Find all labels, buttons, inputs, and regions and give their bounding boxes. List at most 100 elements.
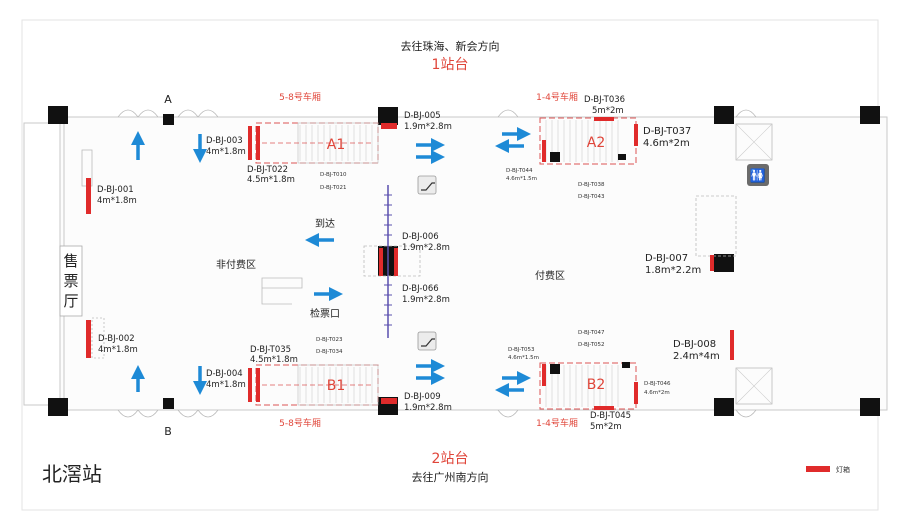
exit-a-label: A — [164, 93, 172, 106]
zone-arrival: 到达 — [315, 218, 335, 230]
restroom-cross — [735, 123, 773, 161]
ad-d002-code: D-BJ-002 — [98, 334, 135, 344]
ad-d006-size: 1.9m*2.8m — [402, 243, 450, 253]
small-t043: D-BJ-T043 — [578, 194, 605, 200]
ticket-hall-char-1: 售 — [63, 252, 78, 270]
exit-b-label: B — [164, 425, 172, 438]
ad-d066-size: 1.9m*2.8m — [402, 295, 450, 305]
station-name: 北滘站 — [42, 462, 102, 486]
small-t010: D-BJ-T010 — [320, 172, 347, 178]
car-label-bottom-left: 5-8号车厢 — [279, 417, 321, 429]
ad-t035-code: D-BJ-T035 — [250, 345, 291, 355]
ad-lightboxes — [86, 117, 734, 410]
small-t047: D-BJ-T047 — [578, 330, 605, 336]
small-t052: D-BJ-T052 — [578, 342, 605, 348]
stair-a2-label: A2 — [587, 135, 605, 151]
ad-d004-code: D-BJ-004 — [206, 369, 243, 379]
legend-swatch — [806, 466, 830, 472]
ad-d007-code: D-BJ-007 — [645, 253, 688, 264]
ad-t036-size: 5m*2m — [592, 106, 624, 116]
column — [860, 398, 880, 416]
platform-top: 1站台 — [432, 57, 469, 73]
ticket-hall-char-2: 票 — [63, 272, 78, 290]
escalator-icon — [417, 331, 437, 351]
ad-d007-size: 1.8m*2.2m — [645, 265, 701, 276]
ad-t053-size: 4.6m*1.5m — [508, 355, 539, 361]
ad-t037-size: 4.6m*2m — [643, 138, 690, 149]
ad-d008-code: D-BJ-008 — [673, 339, 716, 350]
zone-unpaid: 非付费区 — [216, 258, 256, 271]
ticket-hall-wall — [23, 122, 65, 406]
zone-gate: 检票口 — [310, 307, 340, 320]
ad-d008-size: 2.4m*4m — [673, 351, 720, 362]
ad-d005-code: D-BJ-005 — [404, 111, 441, 121]
flow-arrows — [131, 127, 531, 397]
column — [48, 398, 68, 416]
restroom-box — [735, 123, 773, 161]
lower-right-box — [735, 367, 773, 405]
ad-t044-size: 4.6m*1.5m — [506, 176, 537, 182]
ad-d009-code: D-BJ-009 — [404, 392, 441, 402]
direction-bottom: 去往广州南方向 — [412, 470, 489, 484]
platform-bottom: 2站台 — [432, 451, 469, 467]
stair-b2-label: B2 — [587, 377, 606, 393]
small-t021: D-BJ-T021 — [320, 185, 347, 191]
ticket-hall-box — [59, 245, 83, 317]
gate-passage — [261, 277, 303, 305]
ad-d006-code: D-BJ-006 — [402, 232, 439, 242]
ad-t045-size: 5m*2m — [590, 422, 622, 432]
ad-t046-code: D-BJ-T046 — [644, 381, 671, 387]
side-room — [695, 195, 737, 257]
zone-paid: 付费区 — [535, 269, 565, 282]
small-t023: D-BJ-T023 — [316, 337, 343, 343]
ad-d002-size: 4m*1.8m — [98, 345, 138, 355]
legend-label: 灯箱 — [836, 465, 850, 474]
ad-t053-code: D-BJ-T053 — [508, 347, 535, 353]
ad-d005-size: 1.9m*2.8m — [404, 122, 452, 132]
ad-t022-size: 4.5m*1.8m — [247, 175, 295, 185]
car-label-top-left: 5-8号车厢 — [279, 91, 321, 103]
column — [378, 107, 398, 125]
stair-b1 — [255, 364, 379, 406]
ad-t046-size: 4.6m*2m — [644, 390, 670, 396]
ad-d003-code: D-BJ-003 — [206, 136, 243, 146]
door-swing-top — [117, 109, 757, 118]
ad-t037-code: D-BJ-T037 — [643, 126, 691, 137]
ad-d001-size: 4m*1.8m — [97, 196, 137, 206]
column — [48, 106, 68, 124]
small-t038: D-BJ-T038 — [578, 182, 605, 188]
ad-d066-code: D-BJ-066 — [402, 284, 439, 294]
ad-d009-size: 1.9m*2.8m — [404, 403, 452, 413]
stair-a1 — [255, 122, 379, 164]
column — [714, 106, 734, 124]
small-t034: D-BJ-T034 — [316, 349, 343, 355]
gate-ticks — [384, 194, 392, 326]
stair-a1-label: A1 — [327, 137, 345, 153]
column — [714, 254, 734, 272]
lower-right-cross — [735, 367, 773, 405]
ad-t044-code: D-BJ-T044 — [506, 168, 533, 174]
escalator-icon — [417, 175, 437, 195]
door-swing-bottom — [117, 409, 757, 418]
column — [163, 398, 174, 409]
ad-d001-code: D-BJ-001 — [97, 185, 134, 195]
ad-d003-size: 4m*1.8m — [206, 147, 246, 157]
concourse-outline — [59, 116, 888, 411]
direction-top: 去往珠海、新会方向 — [401, 39, 500, 53]
restroom-icon-bg — [747, 164, 769, 186]
car-label-top-right: 1-4号车厢 — [536, 91, 578, 103]
column — [714, 398, 734, 416]
ad-t035-size: 4.5m*1.8m — [250, 355, 298, 365]
car-label-bottom-right: 1-4号车厢 — [536, 417, 578, 429]
stair-b1-label: B1 — [327, 378, 346, 394]
ticket-hall-char-3: 厅 — [63, 292, 78, 310]
ad-t022-code: D-BJ-T022 — [247, 165, 288, 175]
column — [860, 106, 880, 124]
ad-t036-code: D-BJ-T036 — [584, 95, 625, 105]
ad-d004-size: 4m*1.8m — [206, 380, 246, 390]
central-kiosk — [363, 245, 421, 277]
restroom-icon: 🚻 — [750, 168, 766, 184]
ad-t045-code: D-BJ-T045 — [590, 411, 631, 421]
